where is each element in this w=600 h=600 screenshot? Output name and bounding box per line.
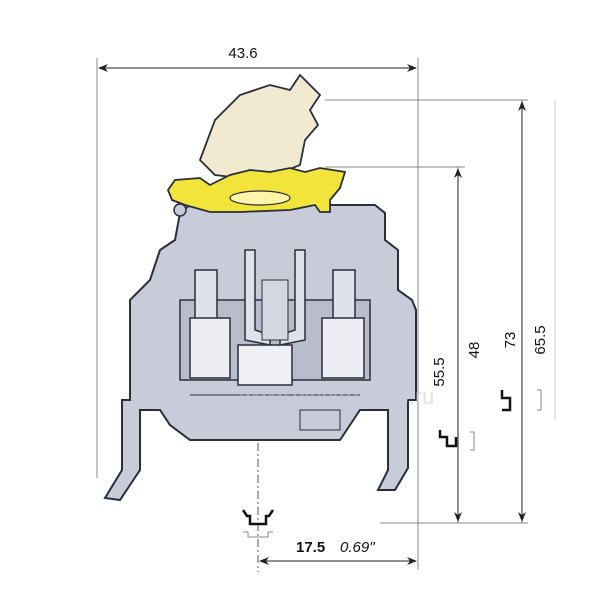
dimension-pitch-inch-label: 0.69" bbox=[340, 539, 375, 556]
din-rail-icon bbox=[243, 531, 273, 538]
dimension-height-55-5-label: 55.5 bbox=[431, 357, 448, 386]
dimension-pitch-mm-label: 17.5 bbox=[296, 539, 325, 556]
fuse-lever bbox=[166, 167, 347, 213]
dimension-height-65-5-label: 65.5 bbox=[532, 325, 549, 354]
din-rail-icon bbox=[470, 431, 475, 451]
dimension-arrows bbox=[98, 64, 526, 565]
din-rail-icon bbox=[438, 430, 458, 448]
dimension-width-label: 43.6 bbox=[228, 45, 257, 62]
din-rail-icons bbox=[241, 389, 542, 538]
watermark: www.electro-mpo.ru bbox=[239, 384, 434, 409]
dimension-height-48-label: 48 bbox=[466, 342, 483, 359]
dimension-height-73-label: 73 bbox=[502, 332, 519, 349]
fuse-holder bbox=[198, 73, 322, 179]
terminal-body bbox=[103, 204, 417, 502]
din-rail-icon bbox=[537, 389, 542, 411]
din-rail-icon bbox=[241, 509, 275, 526]
din-rail-icon bbox=[500, 390, 512, 412]
